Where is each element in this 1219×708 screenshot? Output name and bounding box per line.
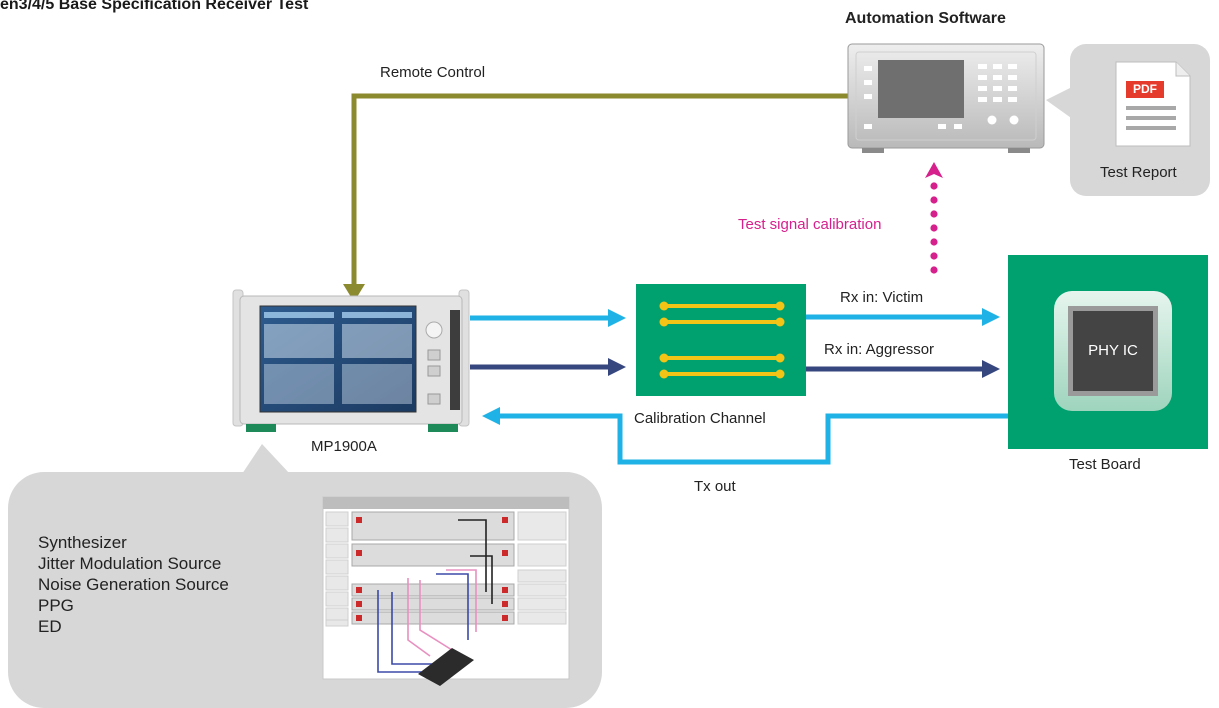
test-signal-calibration-label: Test signal calibration xyxy=(738,216,882,233)
test-report-label: Test Report xyxy=(1100,164,1177,181)
test-board-label: Test Board xyxy=(1069,456,1141,473)
phy-ic-chip: PHY IC xyxy=(1088,342,1138,359)
calibration-channel-label: Calibration Channel xyxy=(634,410,766,427)
module-item: PPG xyxy=(38,596,74,615)
automation-software-instrument xyxy=(847,43,1045,153)
rx-victim-label: Rx in: Victim xyxy=(840,289,924,306)
module-item: Noise Generation Source xyxy=(38,575,229,594)
automation-software-label: Automation Software xyxy=(845,10,1006,27)
module-item: Jitter Modulation Source xyxy=(38,554,222,573)
remote-control-connector xyxy=(343,93,858,302)
module-config-screenshot xyxy=(322,496,570,686)
tx-out-label: Tx out xyxy=(694,478,736,495)
aggressor-line-to-test-board xyxy=(806,360,1000,378)
diagram-title: en3/4/5 Base Specification Receiver Test xyxy=(0,0,309,13)
victim-line-to-calibration xyxy=(470,309,626,327)
module-list: Synthesizer Jitter Modulation Source Noi… xyxy=(38,532,229,637)
calibration-channel-board xyxy=(636,284,806,396)
remote-control-label: Remote Control xyxy=(380,64,486,81)
victim-line-to-test-board xyxy=(806,308,1000,326)
pdf-badge: PDF xyxy=(1133,82,1157,96)
test-report-panel xyxy=(1046,44,1210,196)
tx-out-return-line xyxy=(482,407,1008,465)
module-item: ED xyxy=(38,617,62,636)
aggressor-line-to-calibration xyxy=(470,358,626,376)
mp1900a-label: MP1900A xyxy=(311,438,377,455)
rx-aggressor-label: Rx in: Aggressor xyxy=(824,341,935,358)
mp1900a-instrument xyxy=(232,289,470,432)
test-board xyxy=(1008,255,1208,449)
module-item: Synthesizer xyxy=(38,533,127,552)
test-signal-calibration-connector xyxy=(925,162,943,274)
